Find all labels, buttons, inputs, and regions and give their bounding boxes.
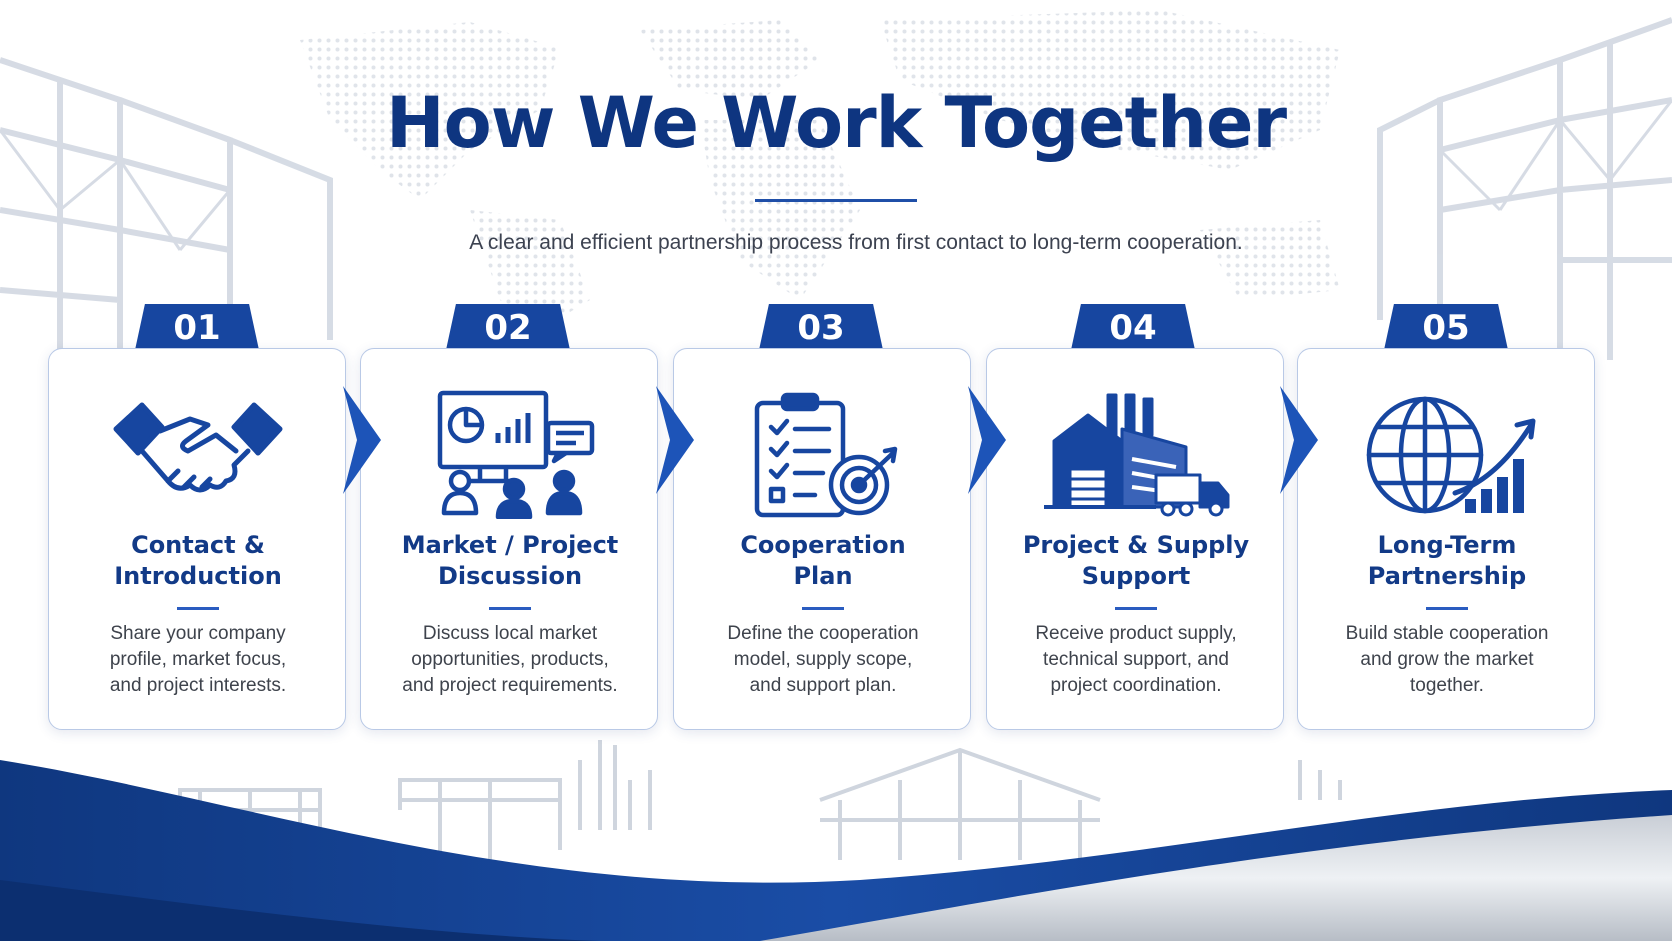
checklist-target-icon — [754, 392, 898, 518]
industrial-skyline — [178, 740, 1342, 860]
step-title: Contact & Introduction — [114, 531, 282, 590]
chevron-right-icon — [656, 386, 694, 494]
handshake-icon — [113, 402, 283, 493]
chevron-right-icon — [1280, 386, 1318, 494]
step-card-5: 05 Long-Term Partnership Build stable co… — [1297, 304, 1595, 730]
scaffold-left — [0, 57, 333, 380]
title-divider — [489, 607, 531, 610]
step-card-body: Cooperation Plan Define the cooperation … — [673, 348, 971, 730]
chevron-right-icon — [968, 386, 1006, 494]
title-divider — [1426, 607, 1468, 610]
step-description: Share your company profile, market focus… — [109, 623, 287, 696]
title-divider — [802, 607, 844, 610]
factory-truck-icon — [1044, 393, 1230, 517]
step-card-4: 04 Project & Supply S — [986, 304, 1284, 730]
step-card-body: Contact & Introduction Share your compan… — [48, 348, 346, 730]
title-divider — [177, 607, 219, 610]
step-number-badge: 05 — [1384, 304, 1508, 350]
step-card-body: Market / Project Discussion Discuss loca… — [360, 348, 658, 730]
step-card-2: 02 Market / Project Discussion — [360, 304, 658, 730]
step-title: Market / Project Discussion — [401, 531, 619, 590]
chevron-right-icon — [343, 386, 381, 494]
step-number-badge: 04 — [1071, 304, 1195, 350]
page-title: How We Work Together — [386, 82, 1287, 164]
step-description: Discuss local market opportunities, prod… — [402, 623, 618, 696]
step-title: Long-Term Partnership — [1367, 531, 1527, 590]
step-number-badge: 02 — [446, 304, 570, 350]
title-underline — [755, 199, 917, 202]
presentation-icon — [437, 390, 595, 519]
step-card-3: 03 Cooperation Plan Define the coope — [673, 304, 971, 730]
world-map — [300, 10, 1340, 330]
step-number-badge: 01 — [135, 304, 259, 350]
step-title: Project & Supply Support — [1022, 531, 1250, 590]
step-card-body: Project & Supply Support Receive product… — [986, 348, 1284, 730]
title-divider — [1115, 607, 1157, 610]
step-description: Define the cooperation model, supply sco… — [727, 623, 919, 696]
globe-growth-icon — [1366, 396, 1536, 514]
step-card-1: 01 Contact & Introduction Share your com… — [48, 304, 346, 730]
step-title: Cooperation Plan — [740, 531, 906, 590]
page-subtitle: A clear and efficient partnership proces… — [469, 231, 1243, 254]
step-description: Receive product supply, technical suppor… — [1035, 623, 1237, 696]
step-card-body: Long-Term Partnership Build stable coope… — [1297, 348, 1595, 730]
step-description: Build stable cooperation and grow the ma… — [1345, 623, 1549, 696]
step-number-badge: 03 — [759, 304, 883, 350]
scaffold-right — [1377, 17, 1672, 360]
